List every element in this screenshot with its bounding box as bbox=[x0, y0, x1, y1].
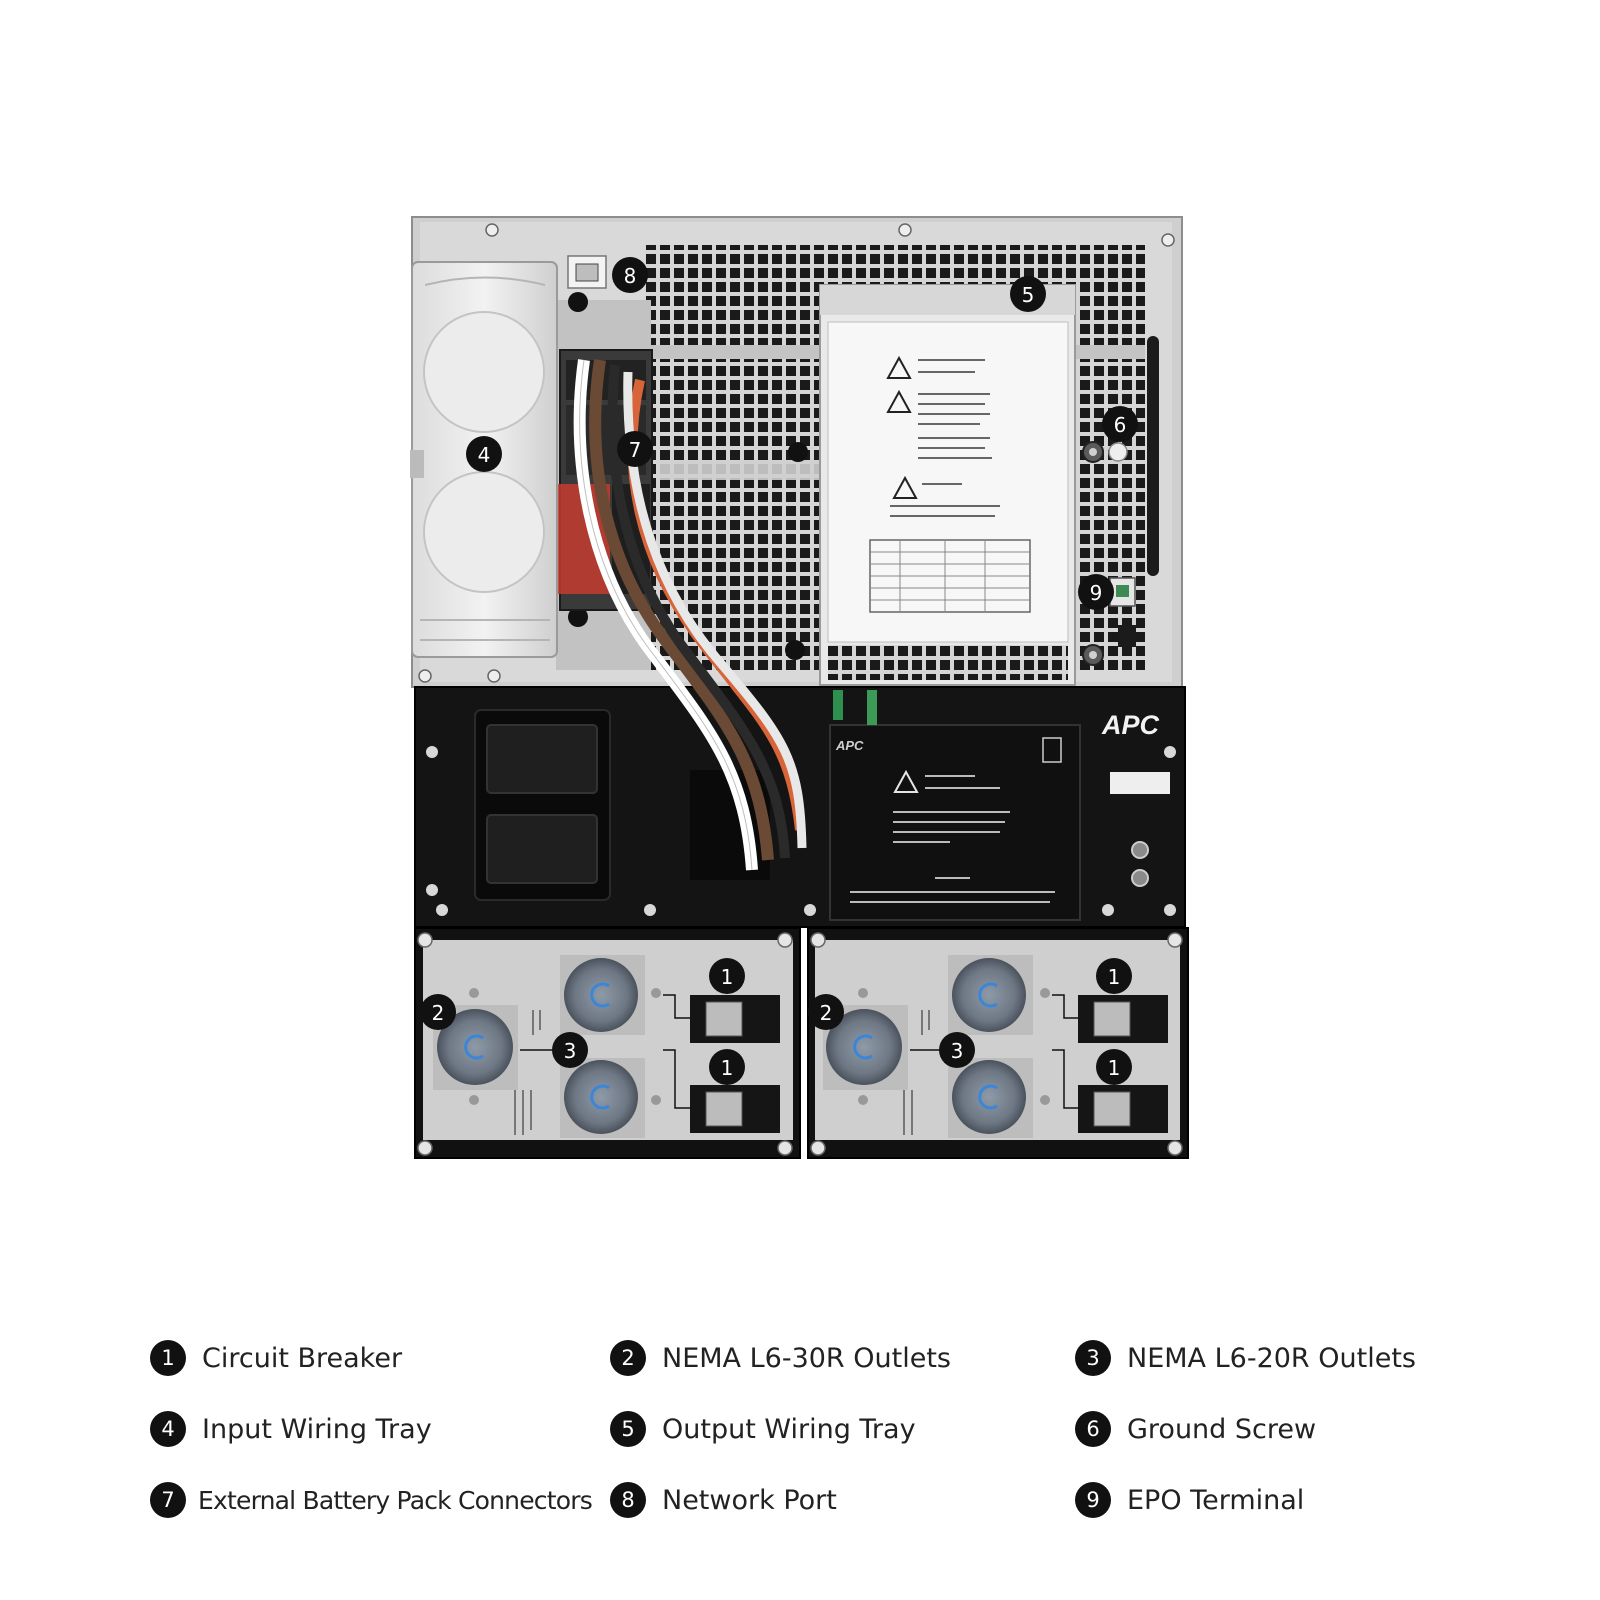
nema-l6-30r-outlet bbox=[437, 1009, 513, 1085]
legend-label: Network Port bbox=[662, 1484, 837, 1516]
callout-3: 3 bbox=[552, 1032, 588, 1068]
legend-label: Input Wiring Tray bbox=[202, 1413, 432, 1445]
callout-2: 2 bbox=[808, 994, 844, 1030]
callout-badges: 8 5 4 7 6 9 1 1 2 3 1 1 2 3 bbox=[420, 257, 1138, 1085]
svg-text:1: 1 bbox=[1108, 965, 1121, 989]
legend: 1 Circuit Breaker 2 NEMA L6-30R Outlets … bbox=[150, 1340, 1460, 1518]
legend-number: 1 bbox=[150, 1340, 186, 1376]
legend-label: External Battery Pack Connectors bbox=[198, 1485, 593, 1515]
legend-item-input-wiring-tray: 4 Input Wiring Tray bbox=[150, 1411, 610, 1447]
right-handle bbox=[1147, 336, 1159, 576]
cover-brand-logo: APC bbox=[835, 738, 864, 753]
legend-number: 7 bbox=[150, 1482, 186, 1518]
legend-label: NEMA L6-20R Outlets bbox=[1127, 1342, 1416, 1374]
nema-l6-20r-outlet bbox=[564, 958, 638, 1032]
callout-1: 1 bbox=[1096, 958, 1132, 994]
callout-1: 1 bbox=[1096, 1049, 1132, 1085]
callout-6: 6 bbox=[1102, 406, 1138, 442]
legend-label: NEMA L6-30R Outlets bbox=[662, 1342, 951, 1374]
legend-item-ground-screw: 6 Ground Screw bbox=[1075, 1411, 1460, 1447]
callout-1: 1 bbox=[709, 1049, 745, 1085]
legend-item-l6-30r-outlets: 2 NEMA L6-30R Outlets bbox=[610, 1340, 1075, 1376]
outlet-panel-right bbox=[807, 927, 1189, 1159]
svg-text:6: 6 bbox=[1114, 413, 1127, 437]
callout-1: 1 bbox=[709, 958, 745, 994]
svg-text:3: 3 bbox=[564, 1039, 577, 1063]
legend-item-output-wiring-tray: 5 Output Wiring Tray bbox=[610, 1411, 1075, 1447]
svg-text:3: 3 bbox=[951, 1039, 964, 1063]
svg-text:9: 9 bbox=[1090, 581, 1103, 605]
legend-item-epo-terminal: 9 EPO Terminal bbox=[1075, 1482, 1460, 1518]
callout-7: 7 bbox=[617, 431, 653, 467]
nema-l6-30r-outlet bbox=[826, 1009, 902, 1085]
nema-l6-20r-outlet bbox=[952, 1060, 1026, 1134]
legend-number: 4 bbox=[150, 1411, 186, 1447]
legend-number: 9 bbox=[1075, 1482, 1111, 1518]
middle-chassis: APC APC bbox=[414, 359, 1186, 928]
legend-label: Circuit Breaker bbox=[202, 1342, 403, 1374]
legend-number: 6 bbox=[1075, 1411, 1111, 1447]
legend-number: 5 bbox=[610, 1411, 646, 1447]
legend-item-network-port: 8 Network Port bbox=[610, 1482, 1075, 1518]
svg-text:1: 1 bbox=[1108, 1056, 1121, 1080]
legend-number: 3 bbox=[1075, 1340, 1111, 1376]
callout-5: 5 bbox=[1010, 276, 1046, 312]
brand-logo: APC bbox=[1101, 710, 1160, 740]
nema-l6-20r-outlet bbox=[564, 1060, 638, 1134]
output-wiring-tray bbox=[819, 284, 1076, 686]
legend-item-battery-connectors: 7 External Battery Pack Connectors bbox=[150, 1482, 610, 1518]
callout-4: 4 bbox=[466, 436, 502, 472]
svg-text:7: 7 bbox=[629, 438, 642, 462]
callout-9: 9 bbox=[1078, 574, 1114, 610]
outlet-panel-left bbox=[414, 927, 801, 1159]
legend-label: EPO Terminal bbox=[1127, 1484, 1305, 1516]
svg-text:2: 2 bbox=[432, 1001, 445, 1025]
legend-number: 8 bbox=[610, 1482, 646, 1518]
svg-text:2: 2 bbox=[820, 1001, 833, 1025]
svg-text:4: 4 bbox=[478, 443, 491, 467]
svg-text:5: 5 bbox=[1022, 283, 1035, 307]
legend-label: Ground Screw bbox=[1127, 1413, 1317, 1445]
legend-item-l6-20r-outlets: 3 NEMA L6-20R Outlets bbox=[1075, 1340, 1460, 1376]
legend-number: 2 bbox=[610, 1340, 646, 1376]
callout-2: 2 bbox=[420, 994, 456, 1030]
callout-3: 3 bbox=[939, 1032, 975, 1068]
svg-text:1: 1 bbox=[721, 965, 734, 989]
nema-l6-20r-outlet bbox=[952, 958, 1026, 1032]
legend-item-circuit-breaker: 1 Circuit Breaker bbox=[150, 1340, 610, 1376]
upper-chassis bbox=[410, 216, 1183, 688]
callout-8: 8 bbox=[612, 257, 648, 293]
legend-label: Output Wiring Tray bbox=[662, 1413, 916, 1445]
svg-text:8: 8 bbox=[624, 264, 637, 288]
svg-text:1: 1 bbox=[721, 1056, 734, 1080]
